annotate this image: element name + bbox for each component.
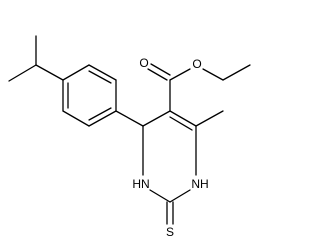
- bond-c4-c5: [142, 110, 171, 127]
- bond-benzene-3-inner: [88, 107, 112, 121]
- bond-carbonyl-ether-o: [169, 68, 191, 81]
- molecule-diagram: O O HN NH S: [8, 35, 251, 239]
- bond-c2-n3: [149, 189, 171, 203]
- atom-label-nh-left: HN: [132, 177, 149, 191]
- bond-n1-c2: [169, 189, 191, 203]
- bond-benzene-5-inner: [88, 70, 112, 84]
- bond-benzene-6: [62, 64, 90, 81]
- atom-label-nh-right: NH: [191, 177, 208, 191]
- bond-benzene-2: [62, 110, 90, 127]
- atom-label-ether-o: O: [192, 57, 201, 71]
- structure-svg: O O HN NH S: [8, 35, 251, 239]
- atom-label-carbonyl-o: O: [139, 56, 148, 70]
- bond-c6-methyl: [195, 110, 224, 127]
- bond-benzene-5: [88, 64, 117, 81]
- bond-c5-c6-double: [169, 116, 193, 131]
- bond-isopropyl-to-ring: [35, 64, 64, 81]
- bond-isopropyl-methyl-left: [8, 64, 37, 82]
- bond-aryl-to-c4: [115, 110, 144, 127]
- bond-carbonyl-double-a: [147, 68, 168, 81]
- bond-c5-c6: [169, 110, 197, 127]
- bond-carbonyl-double-b: [150, 63, 171, 76]
- atom-label-sulfur: S: [166, 225, 174, 239]
- bond-benzene-3: [88, 110, 117, 127]
- bond-ether-o-ch2: [202, 68, 224, 81]
- bond-ch2-ch3: [222, 64, 251, 81]
